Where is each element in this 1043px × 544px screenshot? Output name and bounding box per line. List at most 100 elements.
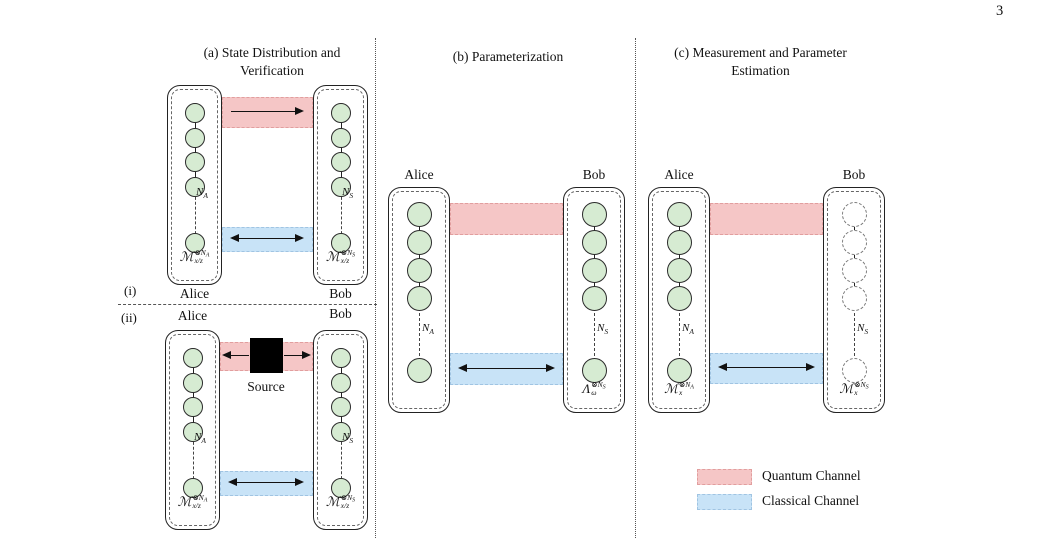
op-sup-sub: S: [865, 384, 869, 391]
inner-dashed-border: [169, 334, 216, 526]
dashed-chain-link: [419, 298, 420, 371]
ghost-qubit-node: [842, 358, 867, 383]
qubit-node: [331, 422, 351, 442]
count-sub: S: [349, 191, 354, 200]
legend-classical-swatch: [697, 494, 752, 510]
panel-b-bob-caption: Bob: [582, 167, 606, 182]
subpanel-divider: [118, 304, 377, 305]
dashed-chain-link: [341, 187, 342, 244]
ghost-qubit-node: [842, 286, 867, 311]
count-label: NS: [857, 322, 868, 336]
op-base: ℳ: [839, 381, 854, 397]
op-stack: ⊗NA x: [679, 381, 694, 397]
count-label: NS: [342, 431, 353, 445]
quantum-channel-band: [450, 203, 563, 235]
panel-c-alice-caption: Alice: [664, 167, 694, 182]
op-superscript: ⊗NS: [341, 494, 356, 504]
qubit-node: [183, 478, 203, 498]
inner-dashed-border: [827, 191, 881, 409]
op-sup-main: ⊗N: [340, 248, 353, 257]
qubit-node: [185, 103, 205, 123]
arrow-double-icon: [718, 362, 815, 371]
count-base: N: [422, 322, 430, 334]
measurement-operator-label: ℳ ⊗NS x: [824, 381, 884, 397]
qubit-node: [667, 358, 692, 383]
qubit-node: [667, 286, 692, 311]
dashed-chain-link: [679, 298, 680, 371]
qubit-node: [582, 202, 607, 227]
panel-a-title-line2: Verification: [240, 62, 304, 78]
panel-a-ii-alice-caption: Alice: [177, 308, 208, 323]
op-subscript: x/z: [194, 256, 203, 266]
panel-a-i-alice-column: NA ℳ ⊗NA x/z: [167, 85, 222, 285]
panel-a-ii-bob-column: NS ℳ ⊗NS x/z: [313, 330, 368, 530]
op-stack: ⊗NS x/z: [341, 494, 355, 510]
op-subscript: x: [678, 388, 683, 398]
qubit-node: [407, 286, 432, 311]
panel-a-i-bob-caption: Bob: [329, 286, 352, 301]
qubit-node: [331, 373, 351, 393]
inner-dashed-border: [171, 89, 218, 281]
op-sup-main: ⊗N: [854, 380, 866, 389]
quantum-channel-band: [710, 203, 823, 235]
op-base: ℳ: [664, 381, 678, 397]
source-box: [250, 338, 283, 373]
measurement-operator-label: ℳ ⊗NA x/z: [166, 494, 219, 510]
op-base: ℳ: [179, 249, 194, 265]
channel-operator-label: Λ ⊗NS ω: [564, 381, 624, 397]
qubit-node: [582, 286, 607, 311]
qubit-node: [407, 230, 432, 255]
qubit-chain-link: [193, 358, 194, 432]
panel-a-ii-alice-column: NA ℳ ⊗NA x/z: [165, 330, 220, 530]
op-sup-main: ⊗N: [192, 493, 204, 502]
op-superscript: ⊗NS: [854, 380, 869, 391]
inner-dashed-border: [317, 334, 364, 526]
panel-c-title-line1: (c) Measurement and Parameter: [674, 45, 847, 60]
qubit-node: [667, 258, 692, 283]
qubit-chain-link: [854, 214, 855, 298]
count-base: N: [597, 322, 605, 334]
arrow-right-icon: [231, 106, 304, 115]
op-stack: ⊗NS x/z: [341, 249, 355, 265]
arrow-double-icon: [458, 363, 555, 372]
source-label: Source: [247, 379, 285, 394]
qubit-node: [582, 258, 607, 283]
op-superscript: ⊗NA: [192, 493, 207, 504]
row-ii-label: (ii): [121, 310, 137, 325]
op-sup-sub: A: [205, 252, 210, 259]
qubit-node: [183, 373, 203, 393]
inner-dashed-border: [567, 191, 621, 409]
qubit-node: [183, 422, 203, 442]
op-sup-sub: S: [352, 497, 356, 504]
arrow-double-icon: [230, 233, 304, 242]
arrow-right-icon: [284, 350, 311, 359]
arrow-left-icon: [222, 350, 249, 359]
op-base: ℳ: [325, 494, 340, 510]
qubit-chain-link: [195, 113, 196, 187]
qubit-chain-link: [679, 214, 680, 298]
count-base: N: [857, 322, 865, 334]
count-label: NS: [342, 186, 353, 200]
legend-classical-label: Classical Channel: [762, 493, 860, 508]
panel-a-title-line1: (a) State Distribution and: [203, 45, 341, 60]
panel-b-title: (b) Parameterization: [452, 49, 564, 64]
op-base: Λ: [582, 381, 591, 397]
qubit-node: [331, 103, 351, 123]
classical-channel-band: [710, 353, 823, 384]
op-sup-sub: S: [602, 384, 606, 391]
count-sub: A: [203, 191, 208, 200]
qubit-node: [185, 233, 205, 253]
panel-a-title: (a) State Distribution and Verification: [152, 44, 392, 79]
qubit-chain-link: [419, 214, 420, 298]
count-base: N: [682, 322, 690, 334]
count-sub: S: [604, 327, 609, 336]
count-label: NA: [194, 431, 206, 445]
arrow-double-icon: [228, 477, 304, 486]
measurement-operator-label: ℳ ⊗NA x/z: [168, 249, 221, 265]
op-subscript: ω: [591, 388, 597, 398]
dashed-chain-link: [193, 432, 194, 489]
qubit-node: [331, 348, 351, 368]
count-label: NA: [196, 186, 208, 200]
qubit-node: [183, 348, 203, 368]
